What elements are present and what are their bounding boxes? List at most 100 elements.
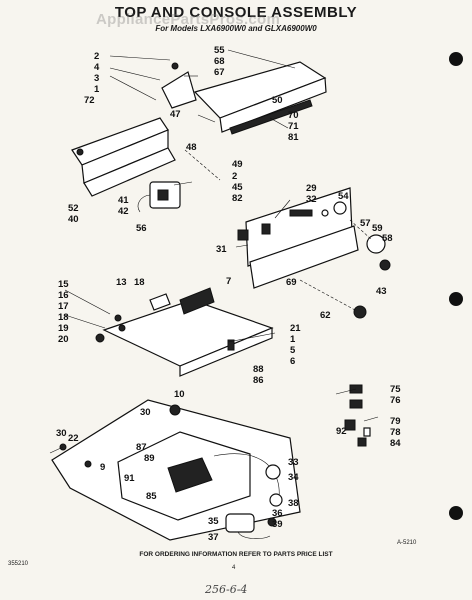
callout-19: 19 bbox=[58, 323, 69, 334]
callout-38: 38 bbox=[288, 498, 299, 509]
callout-92: 92 bbox=[336, 426, 347, 437]
callout-18b: 18 bbox=[58, 312, 69, 323]
callout-88: 88 bbox=[253, 364, 264, 375]
callout-48: 48 bbox=[186, 142, 197, 153]
handwritten-note: 256-6-4 bbox=[205, 583, 248, 596]
callout-55: 55 bbox=[214, 45, 225, 56]
callout-84: 84 bbox=[390, 438, 401, 449]
callout-41: 41 bbox=[118, 195, 129, 206]
callout-42: 42 bbox=[118, 206, 129, 217]
callout-70: 70 bbox=[288, 110, 299, 121]
callout-43: 43 bbox=[376, 286, 387, 297]
callout-57: 57 bbox=[360, 218, 371, 229]
switch-parts bbox=[237, 223, 367, 319]
callout-49: 49 bbox=[232, 159, 243, 170]
console-end-bracket bbox=[161, 62, 197, 109]
callout-67: 67 bbox=[214, 67, 225, 78]
diagram-subtitle: For Models LXA6900W0 and GLXA6900W0 bbox=[155, 24, 317, 33]
callout-21: 21 bbox=[290, 323, 301, 334]
callout-52: 52 bbox=[68, 203, 79, 214]
callout-75: 75 bbox=[390, 384, 401, 395]
end-cap-panel bbox=[71, 117, 176, 197]
callout-22: 22 bbox=[68, 433, 79, 444]
control-panel bbox=[245, 187, 359, 289]
callout-4: 4 bbox=[94, 62, 100, 73]
binder-hole-top bbox=[449, 52, 463, 66]
callout-2b: 2 bbox=[232, 171, 237, 182]
leader-lines bbox=[49, 49, 379, 454]
callout-72: 72 bbox=[84, 95, 95, 106]
diagram-title: TOP AND CONSOLE ASSEMBLY bbox=[114, 4, 358, 21]
callout-91: 91 bbox=[124, 473, 135, 484]
top-lid bbox=[102, 299, 274, 377]
lid-switch bbox=[149, 287, 215, 315]
callout-13: 13 bbox=[116, 277, 127, 288]
callout-68: 68 bbox=[214, 56, 225, 67]
top-fasteners bbox=[59, 404, 181, 468]
callout-7: 7 bbox=[226, 276, 231, 287]
callout-33: 33 bbox=[288, 457, 299, 468]
callout-29: 29 bbox=[306, 183, 317, 194]
callout-76: 76 bbox=[390, 395, 401, 406]
callout-labels: 2 4 3 1 72 55 68 67 50 47 48 70 71 81 49… bbox=[56, 45, 401, 543]
callout-17: 17 bbox=[58, 301, 69, 312]
watermark: AppliancePartsPros.com bbox=[96, 11, 281, 28]
ordering-note: FOR ORDERING INFORMATION REFER TO PARTS … bbox=[139, 551, 333, 558]
callout-69: 69 bbox=[286, 277, 297, 288]
callout-39: 39 bbox=[272, 519, 283, 530]
callout-34: 34 bbox=[288, 472, 299, 483]
callout-1: 1 bbox=[94, 84, 100, 95]
hinge-hardware bbox=[95, 314, 235, 351]
callout-58: 58 bbox=[382, 233, 393, 244]
callout-15: 15 bbox=[58, 279, 69, 290]
callout-56: 56 bbox=[136, 223, 147, 234]
callout-36: 36 bbox=[272, 508, 283, 519]
callout-3: 3 bbox=[94, 73, 99, 84]
callout-5: 5 bbox=[290, 345, 296, 356]
callout-32: 32 bbox=[306, 194, 317, 205]
callout-18: 18 bbox=[134, 277, 145, 288]
callout-10: 10 bbox=[174, 389, 185, 400]
callout-85: 85 bbox=[146, 491, 157, 502]
lid-hinge-bracket bbox=[167, 457, 213, 493]
callout-45: 45 bbox=[232, 182, 243, 193]
callout-81: 81 bbox=[288, 132, 299, 143]
callout-86: 86 bbox=[253, 375, 264, 386]
callout-6: 6 bbox=[290, 356, 295, 367]
callout-31: 31 bbox=[216, 244, 227, 255]
control-knob bbox=[366, 234, 391, 271]
callout-9: 9 bbox=[100, 462, 105, 473]
callout-89: 89 bbox=[144, 453, 155, 464]
callout-2: 2 bbox=[94, 51, 99, 62]
callout-59: 59 bbox=[372, 223, 383, 234]
page-number: 4 bbox=[232, 565, 236, 571]
timer-assembly bbox=[137, 181, 181, 213]
callout-37: 37 bbox=[208, 532, 219, 543]
callout-82: 82 bbox=[232, 193, 243, 204]
callout-35: 35 bbox=[208, 516, 219, 527]
callout-87: 87 bbox=[136, 442, 147, 453]
water-inlet-parts bbox=[225, 464, 283, 539]
loose-small-parts bbox=[344, 384, 371, 447]
callout-30: 30 bbox=[140, 407, 151, 418]
callout-78: 78 bbox=[390, 427, 401, 438]
binder-hole-bottom bbox=[449, 506, 463, 520]
console-trim-strip bbox=[229, 99, 313, 135]
callout-47: 47 bbox=[170, 109, 181, 120]
callout-50: 50 bbox=[272, 95, 283, 106]
callout-71: 71 bbox=[288, 121, 299, 132]
callout-1b: 1 bbox=[290, 334, 296, 345]
callout-20: 20 bbox=[58, 334, 69, 345]
document-number: 355210 bbox=[8, 561, 29, 567]
callout-54: 54 bbox=[338, 191, 349, 202]
console-top bbox=[193, 61, 327, 133]
binder-hole-middle bbox=[449, 292, 463, 306]
callout-40: 40 bbox=[68, 214, 79, 225]
callout-16: 16 bbox=[58, 290, 69, 301]
part-code: A-5210 bbox=[397, 540, 417, 546]
callout-30b: 30 bbox=[56, 428, 67, 439]
callout-79: 79 bbox=[390, 416, 401, 427]
callout-62: 62 bbox=[320, 310, 331, 321]
